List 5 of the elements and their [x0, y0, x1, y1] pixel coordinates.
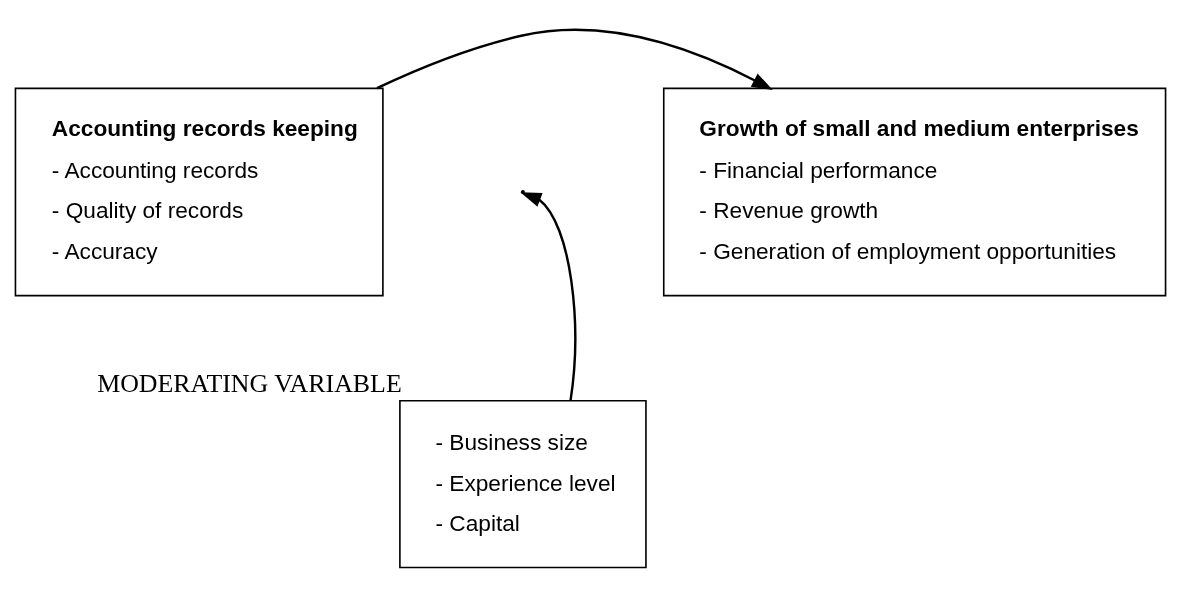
node-box: - Business size - Experience level - Capital	[399, 400, 647, 569]
arrow	[376, 28, 773, 91]
node-box: Growth of small and medium enterprises - Financial performance - Revenue growth - Generation of employment opportunities	[662, 87, 1167, 297]
node-label: MODERATING VARIABLE	[97, 369, 402, 399]
node-box: Accounting records keeping - Accounting records - Quality of records - Accuracy	[14, 87, 384, 297]
